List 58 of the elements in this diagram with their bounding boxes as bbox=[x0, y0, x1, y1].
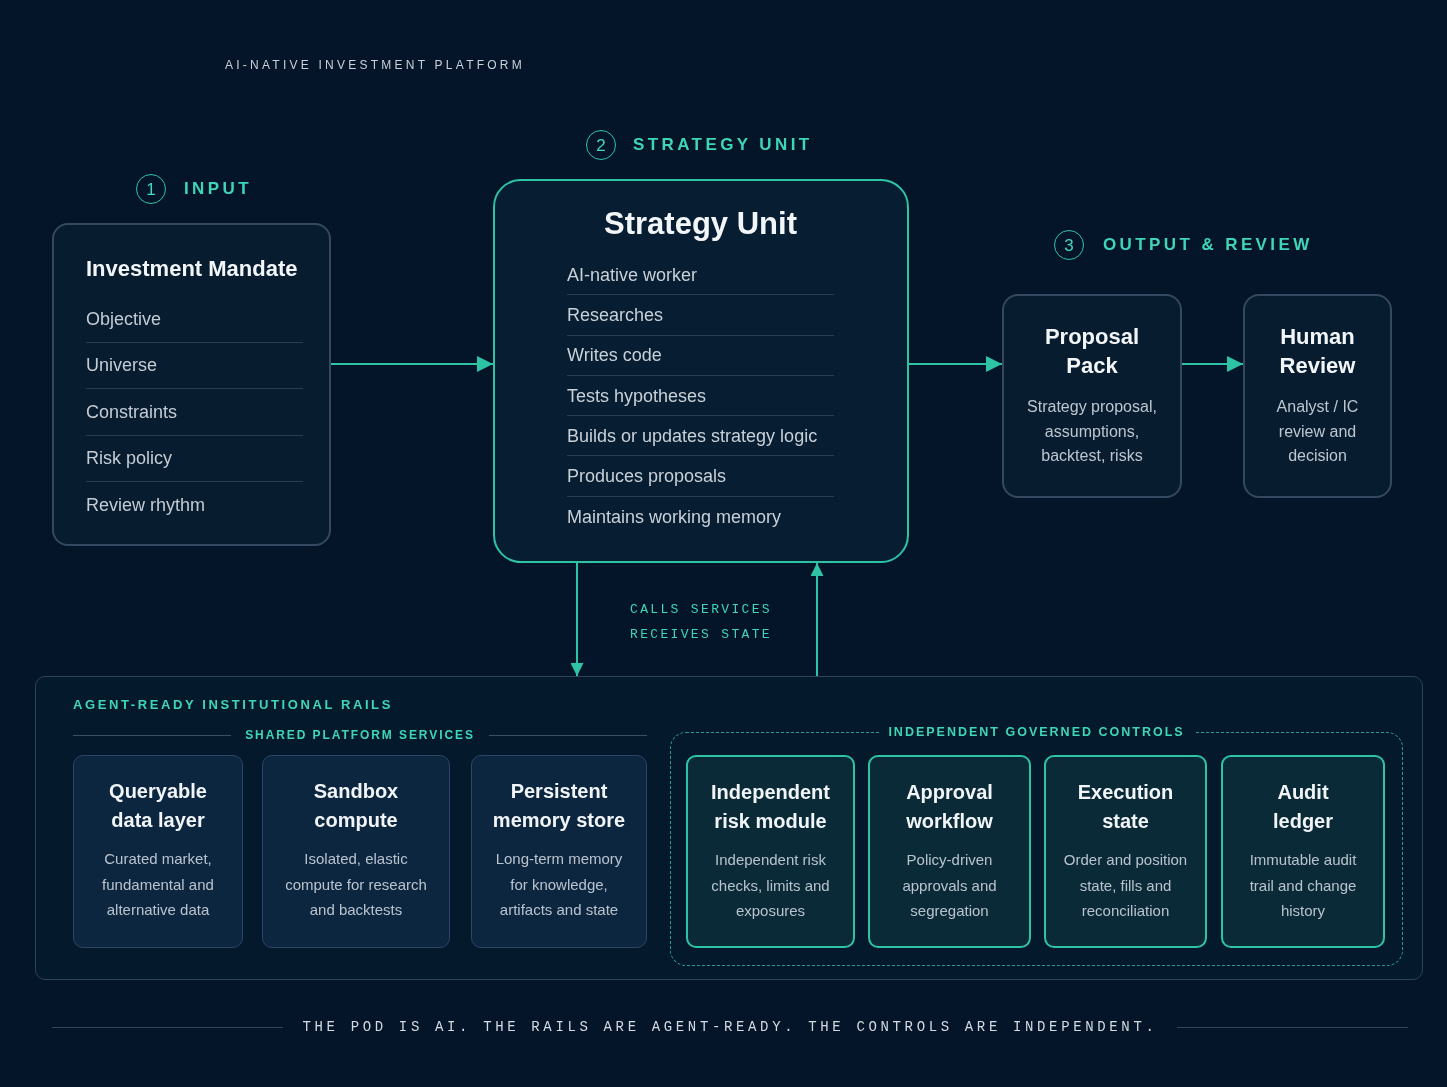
edge-label: CALLS SERVICES bbox=[630, 602, 772, 618]
list-item: Researches bbox=[567, 303, 664, 327]
service-card bbox=[262, 755, 450, 948]
card-title: Approval workflow bbox=[905, 780, 994, 834]
caption: THE POD IS AI. THE RAILS ARE AGENT-READY. THE CONTROLS ARE INDEPENDENT. bbox=[302, 1018, 1158, 1036]
arrow bbox=[330, 356, 494, 372]
service-card bbox=[73, 755, 243, 948]
arrow bbox=[570, 562, 584, 677]
subsection-heading: SHARED PLATFORM SERVICES bbox=[245, 727, 475, 743]
arrow bbox=[1181, 356, 1244, 372]
card-description: Isolated, elastic compute for research and backtests bbox=[284, 849, 428, 920]
list-item: Risk policy bbox=[86, 447, 173, 471]
list-item: Review rhythm bbox=[86, 494, 206, 518]
box-description: Strategy proposal, assumptions, backtest, risks bbox=[1026, 397, 1158, 466]
control-card bbox=[868, 755, 1031, 948]
card-description: Policy-driven approvals and segregation bbox=[901, 850, 998, 921]
mandate-panel bbox=[52, 223, 331, 546]
list-item: Objective bbox=[86, 307, 162, 331]
card-title: Independent risk module bbox=[710, 780, 831, 834]
service-card bbox=[471, 755, 647, 948]
arrow bbox=[908, 356, 1003, 372]
card-title: Queryable data layer bbox=[108, 779, 208, 833]
card-description: Independent risk checks, limits and exposures bbox=[710, 850, 831, 921]
card-title: Audit ledger bbox=[1272, 780, 1334, 834]
panel-title: Investment Mandate bbox=[86, 255, 298, 283]
card-description: Immutable audit trail and change history bbox=[1248, 850, 1358, 921]
panel-title: Strategy Unit bbox=[604, 205, 797, 243]
subtitle: AI-NATIVE INVESTMENT PLATFORM bbox=[225, 57, 525, 73]
list-item: Constraints bbox=[86, 400, 178, 424]
section-heading: INPUT bbox=[184, 179, 252, 199]
card-title: Persistent memory store bbox=[491, 779, 627, 833]
list-item: Produces proposals bbox=[567, 465, 727, 489]
box-description: Analyst / IC review and decision bbox=[1275, 397, 1360, 466]
list-item: Universe bbox=[86, 354, 158, 378]
section-heading: STRATEGY UNIT bbox=[633, 135, 813, 155]
card-description: Order and position state, fills and reconciliation bbox=[1062, 850, 1189, 921]
section-title: AGENT-READY INSTITUTIONAL RAILS bbox=[73, 696, 393, 714]
control-card bbox=[686, 755, 855, 948]
control-card bbox=[1221, 755, 1385, 948]
control-card bbox=[1044, 755, 1207, 948]
card-title: Execution state bbox=[1076, 780, 1175, 834]
list-item: Writes code bbox=[567, 344, 662, 368]
box-title: Human Review bbox=[1278, 323, 1357, 380]
box-title: Proposal Pack bbox=[1043, 323, 1141, 380]
card-description: Long-term memory for knowledge, artifacts and state bbox=[494, 849, 624, 920]
rails-panel bbox=[35, 676, 1423, 980]
process-box bbox=[1002, 294, 1182, 498]
card-description: Curated market, fundamental and alternative data bbox=[101, 849, 215, 920]
process-box bbox=[1243, 294, 1392, 498]
list-item: Tests hypotheses bbox=[567, 384, 707, 408]
card-title: Sandbox compute bbox=[312, 779, 400, 833]
strategy-unit-panel bbox=[493, 179, 909, 563]
arrow bbox=[810, 562, 824, 677]
edge-label: RECEIVES STATE bbox=[630, 627, 772, 643]
list-item: Maintains working memory bbox=[567, 505, 782, 529]
section-heading: OUTPUT & REVIEW bbox=[1103, 235, 1313, 255]
list-item: AI-native worker bbox=[567, 263, 698, 287]
list-item: Builds or updates strategy logic bbox=[567, 424, 818, 448]
